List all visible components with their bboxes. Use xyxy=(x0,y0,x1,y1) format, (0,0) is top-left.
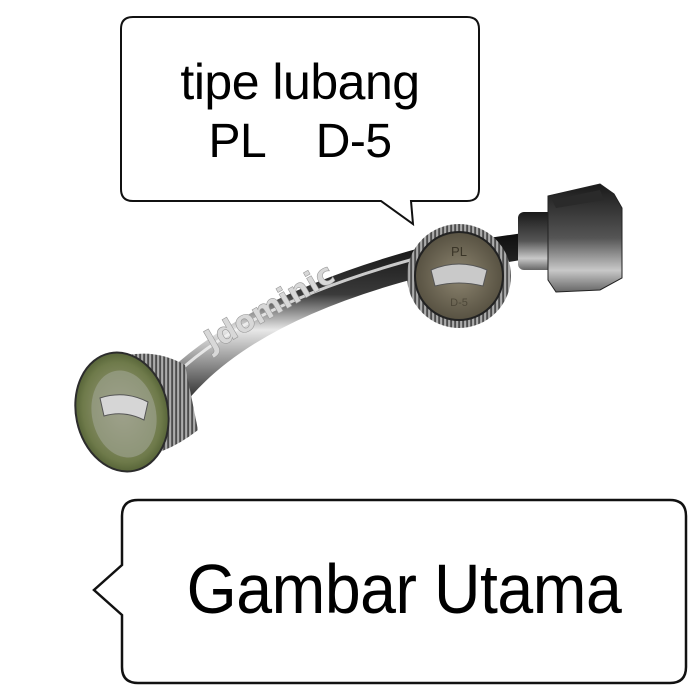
left-end-cap xyxy=(74,351,198,473)
top-callout-line1: tipe lubang xyxy=(180,54,420,110)
bottom-callout-label: Gambar Utama xyxy=(186,550,622,628)
hex-nut xyxy=(547,183,623,293)
cap-marking-top: PL xyxy=(451,244,467,259)
middle-cap: PL D-5 xyxy=(407,224,511,328)
cap-marking-bottom: D-5 xyxy=(450,297,468,309)
top-callout-line2: PL D-5 xyxy=(208,115,392,168)
